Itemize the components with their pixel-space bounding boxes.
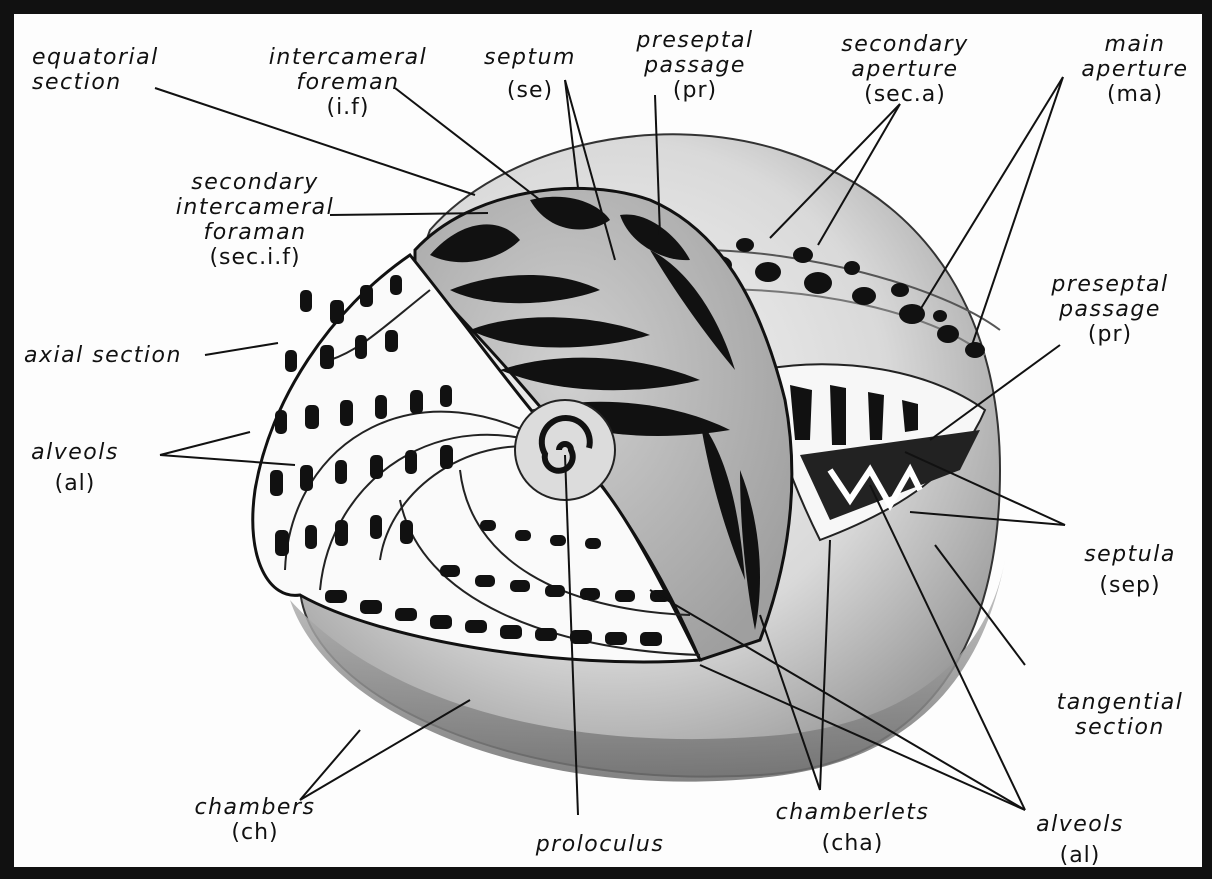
label-equatorial-section: equatorial section [32, 45, 159, 95]
label-main-aperture: main aperture (ma) [1080, 32, 1190, 107]
label-preseptal-passage-right: preseptal passage (pr) [1040, 272, 1180, 347]
label-septula: septula (sep) [1075, 542, 1185, 598]
label-secondary-aperture: secondary aperture (sec.a) [825, 32, 985, 107]
label-axial-section: axial section [24, 343, 182, 368]
label-tangential-section: tangential section [1040, 690, 1200, 740]
label-chamberlets: chamberlets (cha) [765, 800, 940, 856]
label-secondary-intercameral-foraman: secondary intercameral foraman (sec.i.f) [170, 170, 340, 270]
label-alveols-right: alveols (al) [1020, 812, 1140, 868]
label-proloculus: proloculus [520, 832, 680, 857]
label-intercameral-foreman: intercameral foreman (i.f) [258, 45, 438, 120]
label-preseptal-passage-top: preseptal passage (pr) [620, 28, 770, 103]
label-chambers: chambers (ch) [185, 795, 325, 845]
label-alveols-left: alveols (al) [20, 440, 130, 496]
label-septum: septum (se) [475, 45, 585, 103]
